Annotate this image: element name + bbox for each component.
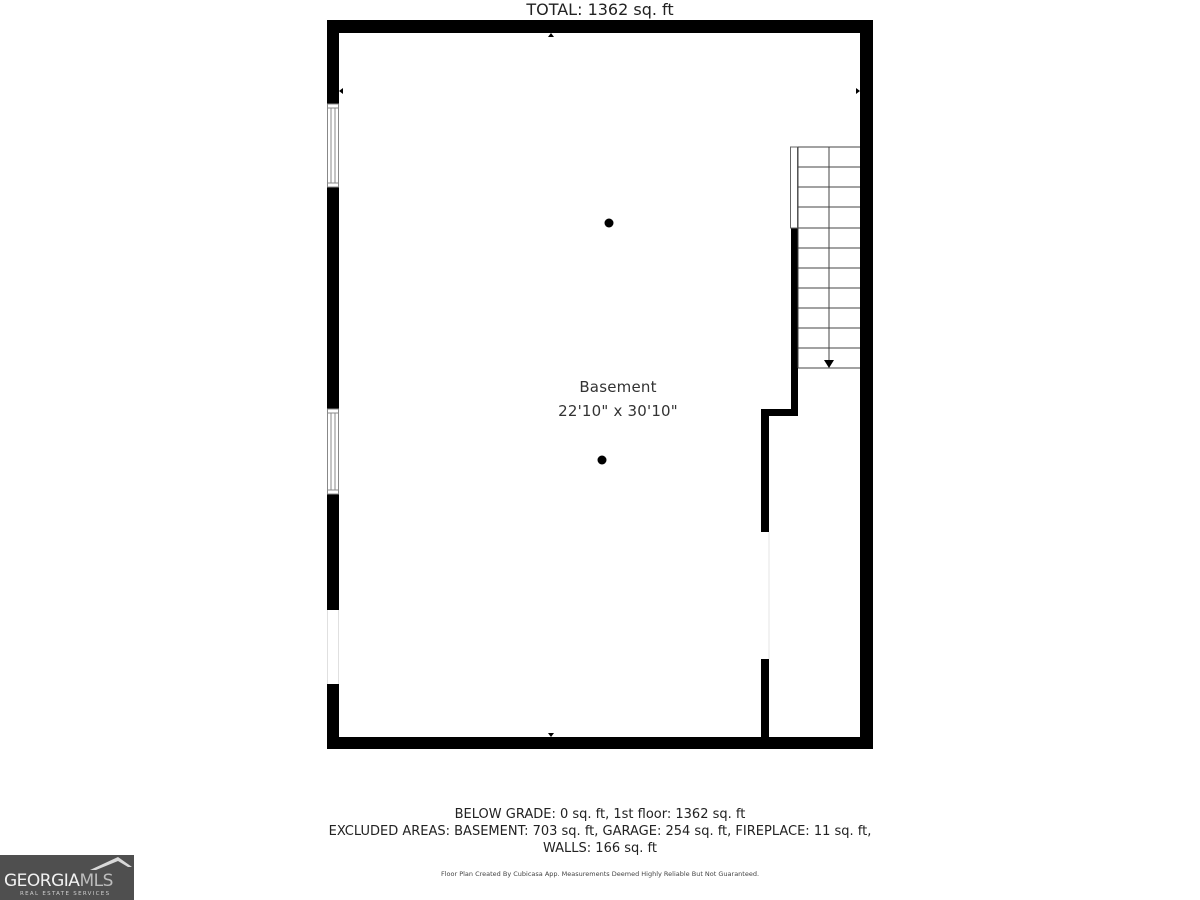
- georgia-mls-logo: GEORGIAMLS REAL ESTATE SERVICES: [0, 855, 134, 900]
- below-grade-area: BELOW GRADE: 0 sq. ft, 1st floor: 1362 s…: [454, 807, 746, 822]
- logo-brand-main: GEORGIA: [4, 871, 80, 891]
- light-fixture-icon: [597, 455, 607, 465]
- wall-markers: [339, 33, 860, 737]
- interior-wall-stairs: [761, 228, 798, 739]
- excluded-areas: EXCLUDED AREAS: BASEMENT: 703 sq. ft, GA…: [328, 824, 872, 839]
- logo-brand-accent: MLS: [79, 871, 113, 891]
- door-opening-left: [327, 610, 339, 684]
- window-upper-left: [327, 103, 339, 188]
- room-dimensions: 22'10" x 30'10": [558, 402, 678, 420]
- window-lower-left: [327, 408, 339, 495]
- logo-brand: GEORGIAMLS: [4, 871, 113, 891]
- staircase: [790, 146, 860, 369]
- walls-area: WALLS: 166 sq. ft: [543, 841, 657, 856]
- roof-icon: [90, 857, 132, 870]
- disclaimer: Floor Plan Created By Cubicasa App. Meas…: [440, 870, 760, 878]
- logo-tagline: REAL ESTATE SERVICES: [20, 891, 111, 897]
- light-fixture-icon: [604, 218, 614, 228]
- exterior-walls: [327, 20, 873, 749]
- total-area: TOTAL: 1362 sq. ft: [526, 0, 674, 19]
- stair-direction-arrow-icon: [824, 360, 834, 368]
- room-name: Basement: [579, 378, 657, 396]
